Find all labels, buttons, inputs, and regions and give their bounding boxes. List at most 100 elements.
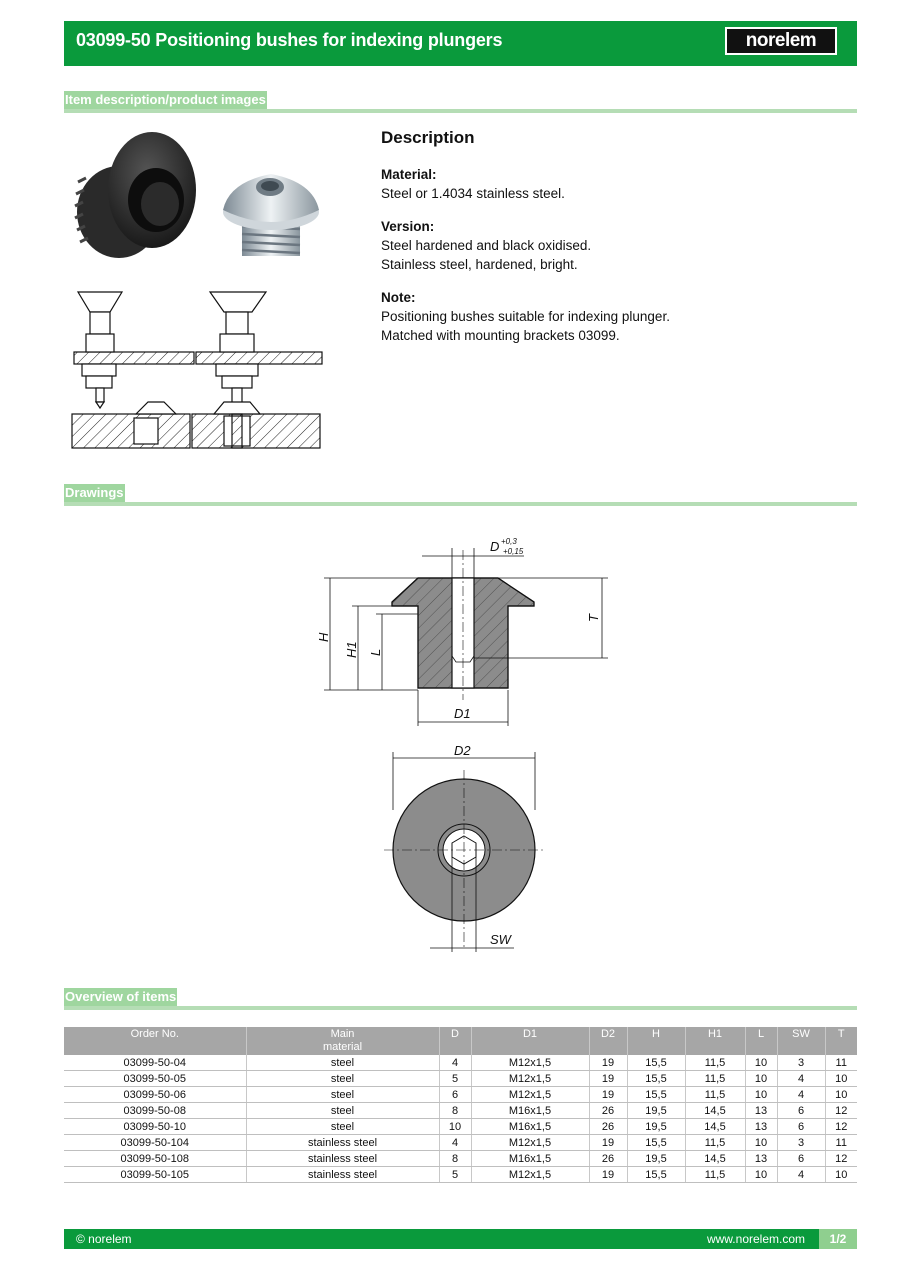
table-cell: 19,5: [627, 1102, 686, 1119]
col-t: T: [825, 1027, 857, 1055]
section-overview-label: Overview of items: [64, 988, 178, 1006]
footer-url[interactable]: www.norelem.com: [706, 1232, 805, 1246]
table-cell: 12: [825, 1150, 857, 1167]
table-header-row: Order No. Main material D D1 D2 H H1 L S…: [64, 1027, 857, 1055]
table-cell: 10: [745, 1086, 778, 1103]
table-cell: 26: [589, 1118, 628, 1135]
table-cell: 11: [825, 1055, 857, 1071]
material-label: Material:: [381, 167, 437, 182]
footer-copyright: © norelem: [76, 1232, 132, 1246]
table-cell: 19: [589, 1134, 628, 1151]
logo-text: norelem: [745, 30, 817, 51]
table-cell: 19,5: [627, 1150, 686, 1167]
col-main-material: Main material: [246, 1027, 440, 1055]
table-cell: 10: [439, 1118, 472, 1135]
table-cell: 11,5: [685, 1166, 746, 1183]
page-footer: © norelem www.norelem.com 1/2: [64, 1229, 857, 1249]
table-cell: 4: [439, 1055, 472, 1071]
section-drawings: Drawings: [64, 484, 857, 506]
section-drawings-label: Drawings: [64, 484, 125, 502]
material-block: Material: Steel or 1.4034 stainless stee…: [381, 165, 841, 203]
table-cell: 3: [777, 1055, 826, 1071]
table-cell: 10: [745, 1070, 778, 1087]
table-cell: 4: [777, 1166, 826, 1183]
table-cell: 19: [589, 1086, 628, 1103]
table-cell: 10: [745, 1166, 778, 1183]
note-block: Note: Positioning bushes suitable for in…: [381, 288, 841, 345]
page-number: 1/2: [819, 1229, 857, 1249]
page-header: 03099-50 Positioning bushes for indexing…: [64, 21, 857, 66]
table-cell: 11,5: [685, 1086, 746, 1103]
note-line-1: Positioning bushes suitable for indexing…: [381, 309, 670, 324]
section-images-label: Item description/product images: [64, 91, 267, 109]
col-d: D: [439, 1027, 472, 1055]
table-cell: 5: [439, 1166, 472, 1183]
table-cell: 26: [589, 1102, 628, 1119]
table-cell: 8: [439, 1102, 472, 1119]
table-cell: steel: [246, 1118, 440, 1135]
table-cell: 6: [777, 1118, 826, 1135]
table-cell: 10: [825, 1070, 857, 1087]
table-cell: 03099-50-108: [64, 1150, 247, 1167]
table-cell: M12x1,5: [471, 1134, 590, 1151]
table-cell: 10: [745, 1134, 778, 1151]
description-title: Description: [381, 128, 475, 147]
table-cell: 11,5: [685, 1134, 746, 1151]
note-line-2: Matched with mounting brackets 03099.: [381, 328, 620, 343]
table-cell: M12x1,5: [471, 1070, 590, 1087]
table-cell: 6: [777, 1102, 826, 1119]
version-block: Version: Steel hardened and black oxidis…: [381, 217, 841, 274]
black-bush-photo: [74, 132, 196, 258]
table-cell: steel: [246, 1102, 440, 1119]
material-text: Steel or 1.4034 stainless steel.: [381, 186, 565, 201]
table-cell: 15,5: [627, 1166, 686, 1183]
table-cell: 8: [439, 1150, 472, 1167]
table-cell: 13: [745, 1102, 778, 1119]
note-label: Note:: [381, 290, 416, 305]
page-title: 03099-50 Positioning bushes for indexing…: [76, 30, 503, 50]
table-cell: 19: [589, 1055, 628, 1071]
table-cell: 03099-50-06: [64, 1086, 247, 1103]
table-cell: stainless steel: [246, 1166, 440, 1183]
table-cell: 4: [777, 1086, 826, 1103]
version-label: Version:: [381, 219, 435, 234]
norelem-logo: norelem: [725, 27, 837, 55]
table-cell: 12: [825, 1102, 857, 1119]
dim-t-label: T: [586, 613, 601, 622]
table-cell: 15,5: [627, 1134, 686, 1151]
col-d1: D1: [471, 1027, 590, 1055]
dim-d-tol-upper: +0,3: [501, 537, 517, 546]
table-cell: 14,5: [685, 1102, 746, 1119]
section-overview: Overview of items: [64, 988, 857, 1010]
col-d2: D2: [589, 1027, 628, 1055]
application-sketch: [71, 291, 323, 449]
dim-d2-label: D2: [454, 743, 471, 758]
table-cell: 19: [589, 1070, 628, 1087]
product-photos: [74, 132, 319, 258]
version-line-1: Steel hardened and black oxidised.: [381, 238, 592, 253]
table-cell: 4: [439, 1134, 472, 1151]
table-cell: 19: [589, 1166, 628, 1183]
table-cell: 12: [825, 1118, 857, 1135]
col-h1: H1: [685, 1027, 746, 1055]
table-cell: 13: [745, 1150, 778, 1167]
table-cell: M12x1,5: [471, 1055, 590, 1071]
table-cell: M12x1,5: [471, 1086, 590, 1103]
table-cell: 11,5: [685, 1070, 746, 1087]
table-cell: 03099-50-05: [64, 1070, 247, 1087]
table-cell: 03099-50-10: [64, 1118, 247, 1135]
table-cell: 11: [825, 1134, 857, 1151]
table-cell: 03099-50-04: [64, 1055, 247, 1071]
table-cell: steel: [246, 1086, 440, 1103]
table-cell: 10: [825, 1166, 857, 1183]
table-cell: 15,5: [627, 1070, 686, 1087]
table-cell: steel: [246, 1070, 440, 1087]
table-cell: 15,5: [627, 1055, 686, 1071]
table-cell: 3: [777, 1134, 826, 1151]
description-panel: Description Material: Steel or 1.4034 st…: [381, 128, 841, 359]
table-cell: 6: [777, 1150, 826, 1167]
